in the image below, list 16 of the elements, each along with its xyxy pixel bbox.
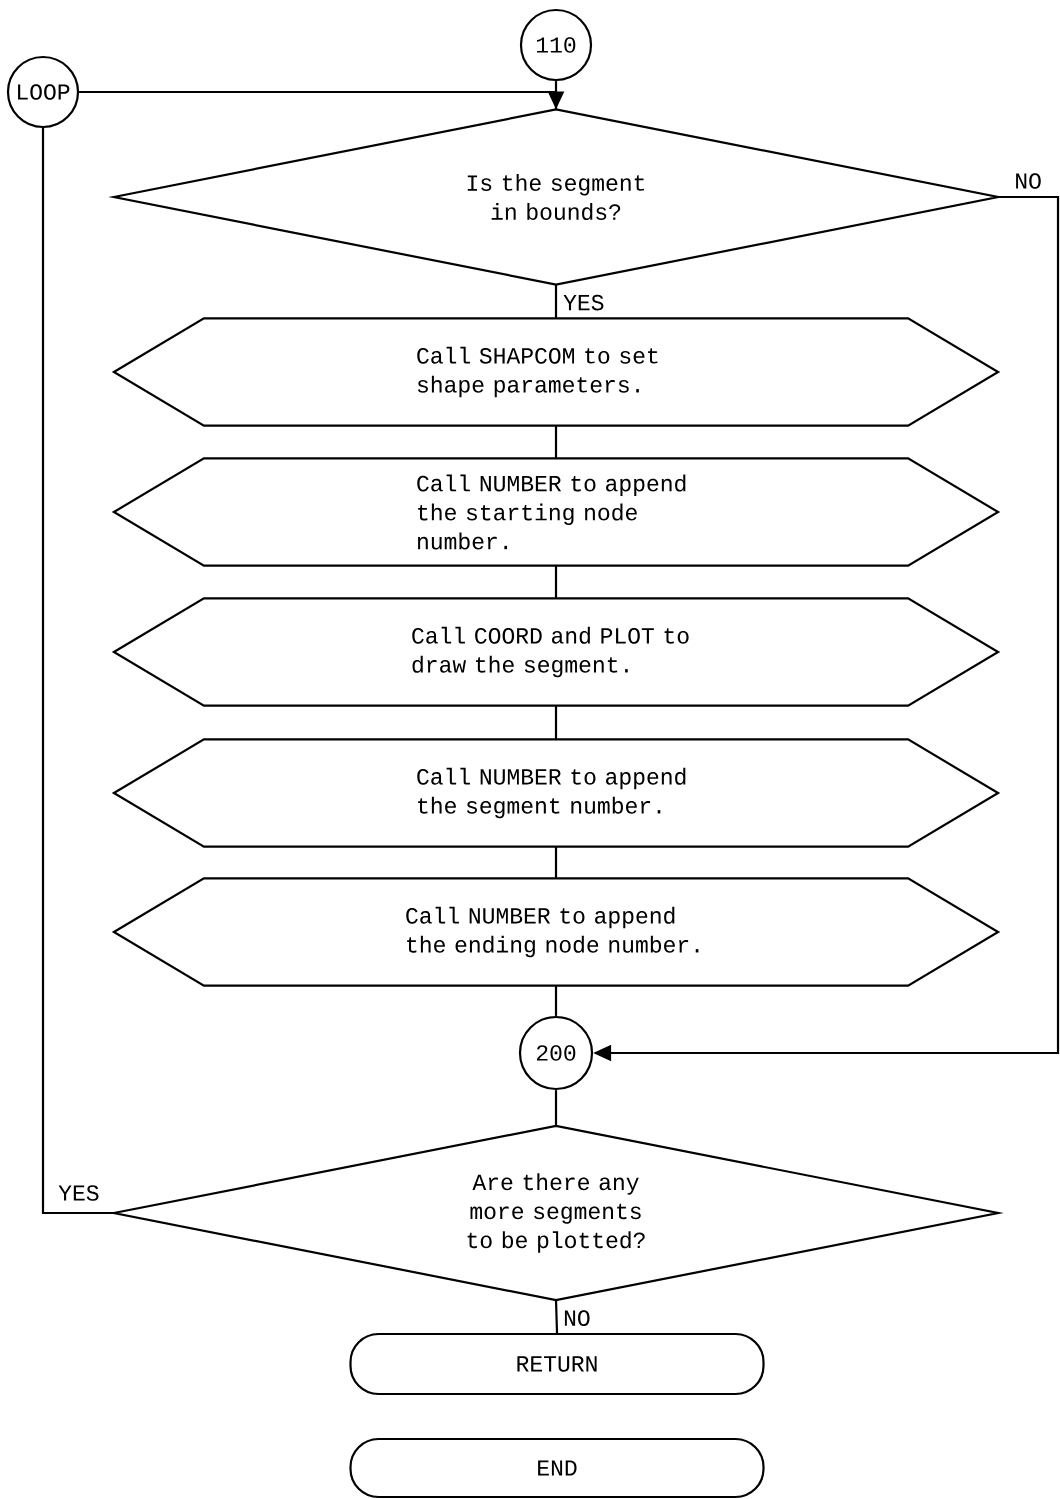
connector-line [554, 846, 558, 879]
connector-line [554, 425, 558, 459]
edge-label: YES [56, 1183, 102, 1203]
connector-line [554, 284, 558, 319]
connector-line [554, 565, 558, 599]
terminal-box: RETURN [349, 1332, 765, 1396]
connector-line [41, 128, 114, 1215]
connector-line [554, 1090, 558, 1126]
terminal-box: END [349, 1437, 765, 1499]
connector-line [554, 81, 558, 110]
connector-line [554, 985, 558, 1016]
connector-line [554, 1300, 559, 1333]
connector-line [554, 705, 558, 740]
edge-label: YES [561, 292, 607, 313]
edge-label: NO [561, 1308, 593, 1328]
edge-label: NO [1012, 171, 1044, 191]
